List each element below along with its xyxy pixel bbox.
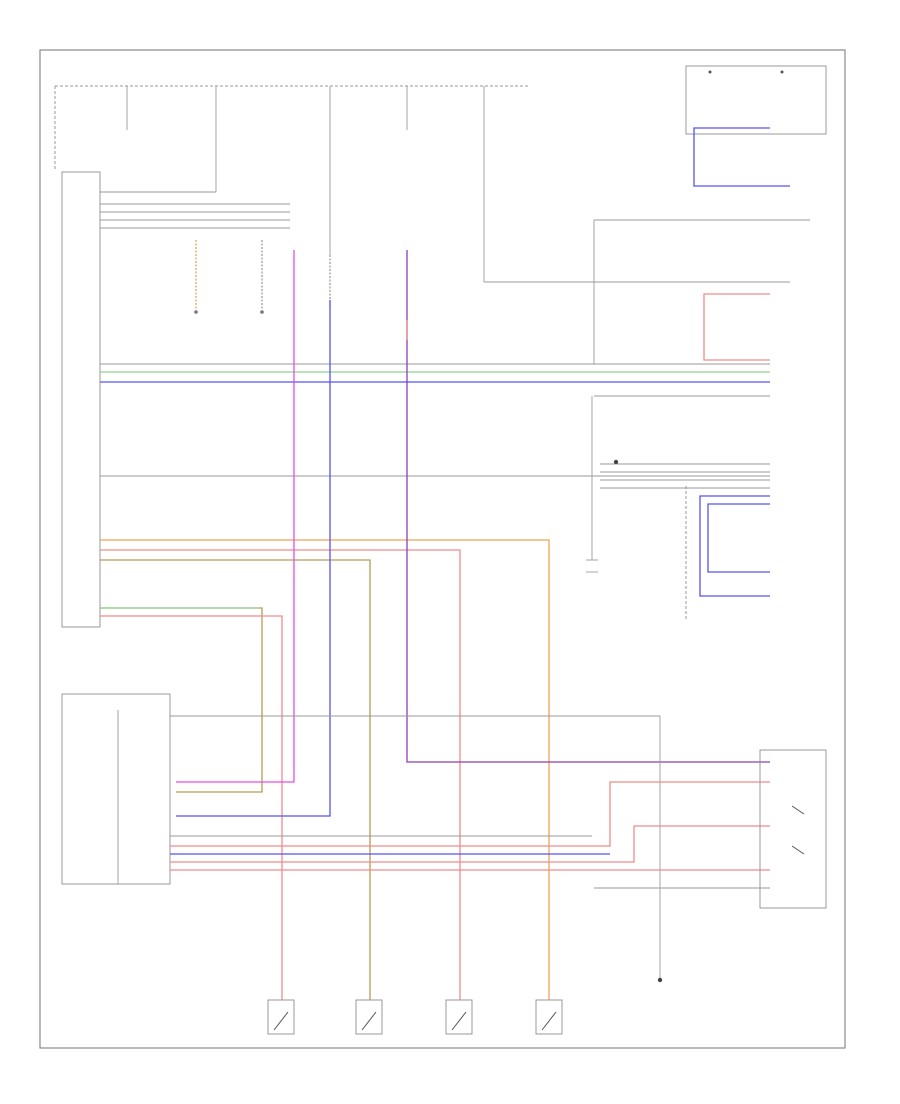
diagram-border [39,49,846,1049]
mid-module-wires [100,475,770,1000]
main-module-outline [61,171,101,628]
right-switch-outline [759,749,827,909]
top-right-door-switch [685,65,827,187]
passenger-door-switch [703,293,770,361]
vertical-risers [176,250,770,817]
bottom-switch-2 [355,999,383,1035]
main-control-module [61,171,290,628]
switch-control-module [61,693,770,980]
door-lock-switch-block [586,396,770,620]
ground-symbol [657,977,663,983]
fuse-2 [100,86,217,193]
right-door-switch-module [594,749,827,983]
module-taps [194,240,790,314]
bottom-switch-1 [267,999,295,1035]
bottom-switches [267,999,563,1035]
signal-buses [100,219,810,397]
door-switch-outline [685,65,827,135]
switch-module-outline [61,693,171,885]
fuse-feed-row [54,85,530,255]
bottom-switch-3 [445,999,473,1035]
bottom-switch-4 [535,999,563,1035]
